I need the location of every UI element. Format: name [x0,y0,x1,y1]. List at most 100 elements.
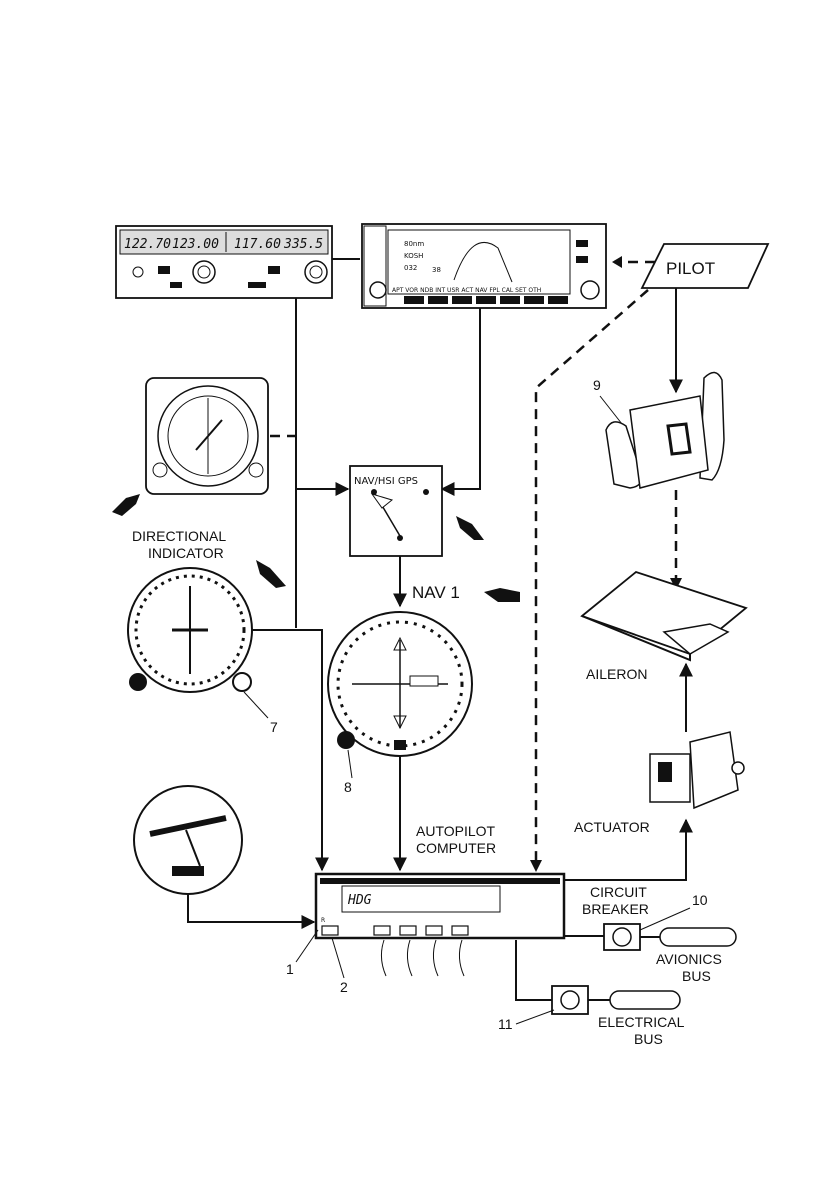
electrical-bus-label-2: BUS [634,1031,663,1047]
nav-switch-label: NAV/HSI GPS [354,476,418,487]
gps-power-knob[interactable] [370,282,386,298]
circuit-breaker-10: CIRCUIT BREAKER 10 AVIONICS BUS [582,884,736,984]
com-active-freq: 122.70 [124,237,171,252]
nav-tuning-knob[interactable] [305,261,327,283]
autopilot-label-2: COMPUTER [416,840,496,856]
radio-volume-knob[interactable] [133,267,143,277]
callout-2: 2 [340,979,348,995]
nav-switch-contact-gps [423,489,429,495]
callout-6-leader [459,940,464,976]
attitude-case [134,786,242,894]
control-yoke: 9 [593,372,724,488]
callout-9: 9 [593,377,601,393]
com-nav-radio: 122.70 123.00 117.60 335.5 [116,226,332,298]
aileron: AILERON [582,572,746,682]
nav-switch-pivot [397,535,403,541]
aileron-label: AILERON [586,666,647,682]
callout-1-leader [296,930,318,962]
gps-softkey-4[interactable] [476,296,496,304]
gps-softkey-labels: APT VOR NDB INT USR ACT NAV FPL CAL SET … [392,287,541,294]
directional-indicator: DIRECTIONAL INDICATOR 7 [128,528,278,735]
nav1-obs-knob[interactable] [337,731,355,749]
hsi-right-knob[interactable] [249,463,263,477]
nav1-label: NAV 1 [412,583,460,602]
hsi-indicator [146,378,268,494]
yoke-center-emblem [668,424,690,454]
nav-hsi-gps-switch: NAV/HSI GPS [350,466,442,556]
gps-waypoint: KOSH [404,252,423,260]
gps-softkey-1[interactable] [404,296,424,304]
directional-indicator-label-1: DIRECTIONAL [132,528,226,544]
callout-7: 7 [270,719,278,735]
radio-small-button-2[interactable] [170,282,182,288]
radio-flip-button[interactable] [158,266,170,274]
electrical-bus-label-1: ELECTRICAL [598,1014,685,1030]
gps-right-knob[interactable] [581,281,599,299]
circuit-breaker-11: 11 ELECTRICAL BUS [498,986,685,1047]
autopilot-rev-button[interactable] [452,926,468,935]
actuator: ACTUATOR [574,732,744,835]
callout-2-leader [332,938,344,978]
di-heading-bug-knob[interactable] [233,673,251,691]
callout-5-leader [433,940,438,976]
autopilot-mode-display: HDG [347,893,372,908]
electrical-bus-bar [610,991,680,1009]
autopilot-nav-button[interactable] [400,926,416,935]
nav1-flag [410,676,438,686]
gps-unit: 80nm KOSH 032 38 APT VOR NDB INT USR ACT… [362,224,606,308]
radio-nav-flip-button[interactable] [268,266,280,274]
callout-11: 11 [498,1016,513,1032]
callout-4-leader [407,940,412,976]
nav1-bottom-tab [394,740,406,750]
hand-pointer-icon-hsi [112,494,140,516]
avionics-bus-label-1: AVIONICS [656,951,722,967]
com-standby-freq: 123.00 [172,237,219,252]
hand-pointer-icon-di [256,560,286,588]
autopilot-top-strip [320,878,560,884]
autopilot-computer: AUTOPILOT COMPUTER HDG R 1 2 [286,823,564,995]
gps-softkey-3[interactable] [452,296,472,304]
autopilot-apr-button[interactable] [426,926,442,935]
callout-8-leader [348,750,352,778]
gps-softkey-7[interactable] [548,296,568,304]
pilot-autopilot-arrowhead [530,860,542,872]
di-caging-knob[interactable] [129,673,147,691]
radio-small-button[interactable] [248,282,266,288]
callout-8: 8 [344,779,352,795]
breaker-11-button[interactable] [561,991,579,1009]
callout-3-leader [381,940,386,976]
circuit-breaker-label-1: CIRCUIT [590,884,647,900]
actuator-motor [690,732,738,808]
gps-side-button-2[interactable] [576,256,588,263]
com-tuning-knob[interactable] [193,261,215,283]
circuit-breaker-label-2: BREAKER [582,901,649,917]
avionics-bus-label-2: BUS [682,968,711,984]
breaker-10-button[interactable] [613,928,631,946]
callout-9-leader [600,396,622,424]
hand-pointer-icon-switch [456,516,484,540]
hsi-left-knob[interactable] [153,463,167,477]
autopilot-ap-button[interactable] [322,926,338,935]
gps-softkey-6[interactable] [524,296,544,304]
gps-groundspeed: 38 [432,266,441,274]
pilot-label: PILOT [666,259,715,278]
autopilot-label-1: AUTOPILOT [416,823,496,839]
gps-softkey-2[interactable] [428,296,448,304]
gps-track: 032 [404,264,417,272]
callout-11-leader [516,1010,554,1024]
autopilot-hdg-button[interactable] [374,926,390,935]
hand-pointer-icon-nav1 [484,588,520,602]
pilot-gps-arrowhead [612,256,622,268]
autopilot-indicator-light: R [321,917,325,924]
attitude-indicator [134,786,242,894]
callout-10: 10 [692,892,708,908]
callout-7-leader [244,692,268,718]
di-to-autopilot-arrow [252,630,322,870]
avionics-bus-bar [660,928,736,946]
nav-active-freq: 117.60 [234,237,281,252]
nav-standby-freq: 335.5 [283,237,323,252]
gps-softkey-5[interactable] [500,296,520,304]
gps-side-button-1[interactable] [576,240,588,247]
gps-to-switch-arrow [442,308,480,489]
